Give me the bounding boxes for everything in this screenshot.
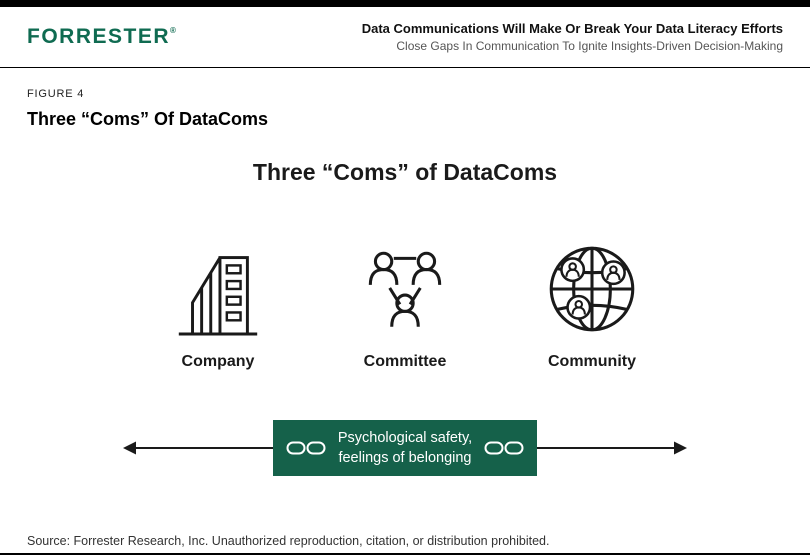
chain-link-icon [484,441,524,455]
banner-text: Psychological safety, feelings of belong… [338,428,472,468]
globe-people-icon [549,246,635,332]
spectrum-arrow: Psychological safety, feelings of belong… [122,420,688,476]
report-subtitle: Close Gaps In Communication To Ignite In… [396,39,783,53]
bottom-edge-bar [0,553,810,555]
figure-label: FIGURE 4 [27,88,85,100]
people-network-icon [368,251,442,327]
report-title: Data Communications Will Make Or Break Y… [361,21,783,36]
com-item-company: Company [143,222,293,371]
com-item-committee: Committee [330,222,480,371]
report-header: FORRESTER® Data Communications Will Make… [0,7,810,68]
building-icon [178,256,258,336]
community-icon-box [539,222,645,342]
psych-safety-banner: Psychological safety, feelings of belong… [273,420,537,476]
com-item-community: Community [517,222,667,371]
company-icon-box [169,222,267,342]
chart-title: Three “Coms” of DataComs [252,159,558,185]
registered-mark: ® [170,26,176,35]
figure-area: FIGURE 4 Three “Coms” Of DataComs Three … [0,88,810,476]
committee-icon-box [354,222,456,342]
coms-row: Company [0,222,810,371]
page-footer: Source: Forrester Research, Inc. Unautho… [27,534,550,548]
source-note: Source: Forrester Research, Inc. Unautho… [27,534,550,548]
com-label-community: Community [548,353,636,370]
forrester-logo: FORRESTER® [27,25,176,49]
top-edge-bar [0,0,810,7]
com-label-company: Company [181,353,255,370]
chain-link-icon [286,441,326,455]
banner-line-2: feelings of belonging [338,450,472,466]
figure-heading: Three “Coms” Of DataComs [27,109,269,129]
header-text-block: Data Communications Will Make Or Break Y… [362,21,783,53]
com-label-committee: Committee [363,353,447,370]
banner-line-1: Psychological safety, [337,430,473,446]
forrester-logo-text: FORRESTER [27,25,171,48]
